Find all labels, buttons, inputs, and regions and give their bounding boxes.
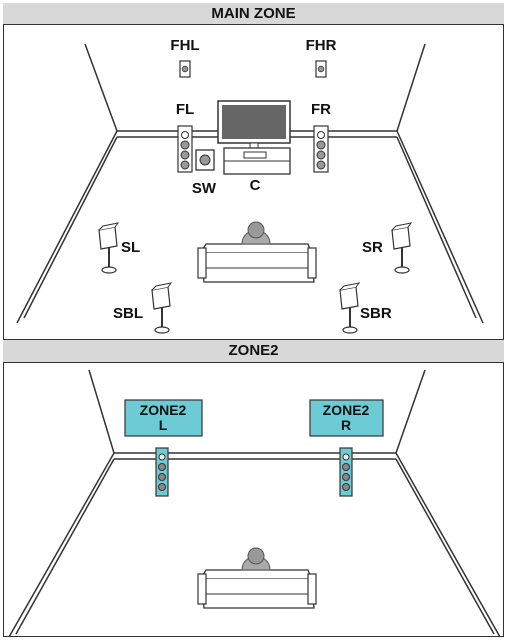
tv [217, 100, 291, 175]
fr-speaker [313, 125, 329, 173]
fhl-speaker [179, 60, 191, 78]
zone2-sofa [197, 547, 317, 609]
zone2-r-line2: R [341, 417, 351, 433]
label-fhr: FHR [306, 37, 337, 54]
label-sbr: SBR [360, 305, 392, 322]
label-fr: FR [311, 101, 331, 118]
label-fl: FL [176, 101, 194, 118]
fl-speaker [177, 125, 193, 173]
sw-speaker [195, 149, 215, 171]
sbr-speaker [339, 282, 360, 334]
zone2-r-speaker [339, 447, 353, 497]
label-sl: SL [121, 239, 140, 256]
sofa [197, 221, 317, 283]
sr-speaker [391, 222, 412, 274]
label-c: C [250, 177, 261, 194]
zone2-header: ZONE2 [3, 339, 504, 363]
zone2-l-label-box: ZONE2 L [124, 399, 203, 437]
zone2-r-line1: ZONE2 [323, 402, 370, 418]
zone2-l-line2: L [159, 417, 168, 433]
label-sbl: SBL [113, 305, 143, 322]
zone2-l-line1: ZONE2 [140, 402, 187, 418]
zone2-r-label-box: ZONE2 R [309, 399, 384, 437]
fhr-speaker [315, 60, 327, 78]
label-sw: SW [192, 180, 217, 197]
sbl-speaker [151, 282, 172, 334]
label-sr: SR [362, 239, 383, 256]
sl-speaker [98, 222, 119, 274]
zone2-l-speaker [155, 447, 169, 497]
label-fhl: FHL [170, 37, 199, 54]
main-zone-header: MAIN ZONE [3, 3, 504, 25]
